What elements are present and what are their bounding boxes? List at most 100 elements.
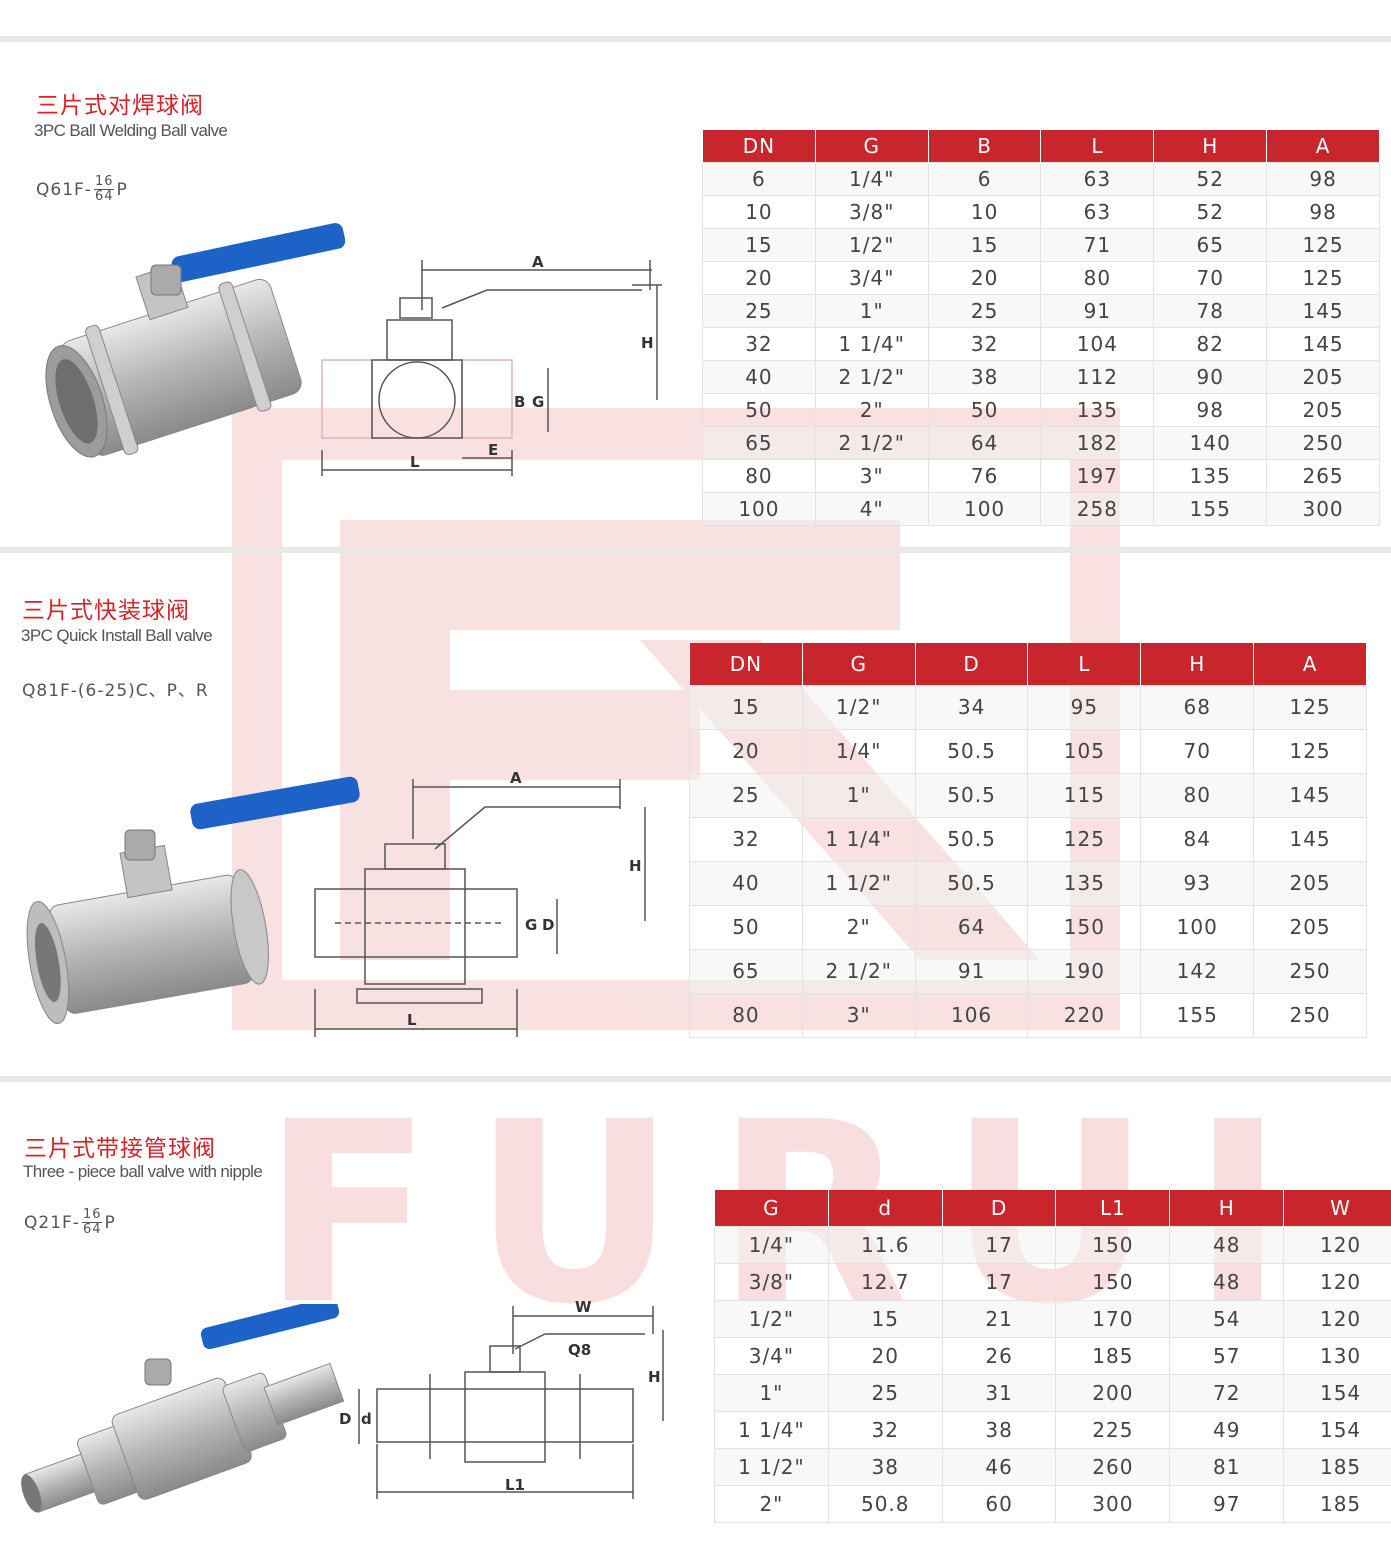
column-header: H	[1169, 1190, 1285, 1226]
table-cell: 32	[689, 816, 803, 862]
table-cell: 105	[1027, 728, 1142, 774]
table-cell: 50.5	[914, 860, 1029, 906]
table-cell: 1 1/2"	[801, 860, 916, 906]
table-cell: 32	[927, 326, 1042, 361]
table-cell: 32	[827, 1410, 943, 1449]
table-cell: 1 1/4"	[814, 326, 929, 361]
table-cell: 17	[941, 1262, 1057, 1301]
table-cell: 185	[1055, 1336, 1171, 1375]
table-cell: 84	[1140, 816, 1255, 862]
table-cell: 38	[827, 1447, 943, 1486]
table-cell: 90	[1153, 359, 1268, 394]
table-cell: 20	[702, 260, 816, 295]
table-cell: 98	[1266, 161, 1380, 196]
table-cell: 115	[1027, 772, 1142, 818]
table-cell: 3"	[801, 992, 916, 1038]
dimension-drawing: A H B G L E	[321, 253, 662, 476]
table-cell: 205	[1266, 359, 1380, 394]
section-title-cn: 三片式带接管球阀	[24, 1136, 216, 1162]
table-cell: 142	[1140, 948, 1255, 994]
table-cell: 145	[1253, 816, 1367, 862]
table-cell: 2 1/2"	[814, 425, 929, 460]
table-cell: 20	[827, 1336, 943, 1375]
svg-text:L1: L1	[505, 1476, 525, 1494]
table-cell: 265	[1266, 458, 1380, 493]
table-cell: 15	[927, 227, 1042, 262]
table-cell: 170	[1055, 1299, 1171, 1338]
table-cell: 38	[927, 359, 1042, 394]
table-cell: 20	[927, 260, 1042, 295]
table-cell: 125	[1266, 260, 1380, 295]
table-cell: 205	[1253, 904, 1367, 950]
table-cell: 125	[1027, 816, 1142, 862]
table-cell: 250	[1253, 992, 1367, 1038]
svg-text:L: L	[407, 1011, 417, 1029]
column-header: A	[1266, 130, 1380, 162]
table-cell: 120	[1283, 1262, 1391, 1301]
table-cell: 20	[689, 728, 803, 774]
table-cell: 145	[1266, 326, 1380, 361]
table-cell: 11.6	[827, 1225, 943, 1264]
top-divider	[0, 36, 1391, 42]
svg-text:D: D	[542, 916, 554, 934]
table-cell: 50.5	[914, 816, 1029, 862]
column-header: B	[927, 130, 1042, 162]
table-cell: 52	[1153, 194, 1268, 229]
table-cell: 205	[1253, 860, 1367, 906]
table-cell: 120	[1283, 1299, 1391, 1338]
table-cell: 154	[1283, 1410, 1391, 1449]
table-cell: 71	[1040, 227, 1155, 262]
column-header: W	[1283, 1190, 1391, 1226]
table-cell: 145	[1253, 772, 1367, 818]
table-cell: 2"	[814, 392, 929, 427]
table-cell: 25	[702, 293, 816, 328]
column-header: H	[1153, 130, 1268, 162]
table-cell: 260	[1055, 1447, 1171, 1486]
table-cell: 145	[1266, 293, 1380, 328]
table-cell: 65	[702, 425, 816, 460]
table-cell: 25	[689, 772, 803, 818]
table-cell: 258	[1040, 491, 1155, 526]
table-cell: 40	[702, 359, 816, 394]
table-cell: 1 1/2"	[714, 1447, 829, 1486]
table-cell: 63	[1040, 194, 1155, 229]
table-cell: 15	[827, 1299, 943, 1338]
table-cell: 64	[927, 425, 1042, 460]
svg-text:H: H	[648, 1368, 661, 1386]
table-cell: 25	[827, 1373, 943, 1412]
table-cell: 54	[1169, 1299, 1285, 1338]
table-cell: 100	[1140, 904, 1255, 950]
table-cell: 80	[1140, 772, 1255, 818]
dimension-drawing: W Q8 H D d L1	[339, 1298, 664, 1499]
svg-text:G: G	[525, 916, 537, 934]
table-cell: 3/4"	[714, 1336, 829, 1375]
table-cell: 64	[914, 904, 1029, 950]
svg-text:W: W	[575, 1298, 592, 1316]
svg-text:d: d	[361, 1410, 372, 1428]
table-cell: 76	[927, 458, 1042, 493]
table-cell: 2 1/2"	[814, 359, 929, 394]
column-header: L	[1040, 130, 1155, 162]
table-cell: 100	[927, 491, 1042, 526]
svg-text:Q8: Q8	[568, 1341, 591, 1359]
table-cell: 1 1/4"	[801, 816, 916, 862]
table-cell: 48	[1169, 1225, 1285, 1264]
table-cell: 104	[1040, 326, 1155, 361]
table-cell: 1/2"	[801, 684, 916, 730]
table-cell: 1/2"	[714, 1299, 829, 1338]
table-cell: 57	[1169, 1336, 1285, 1375]
table-cell: 50.5	[914, 772, 1029, 818]
table-cell: 1/4"	[814, 161, 929, 196]
